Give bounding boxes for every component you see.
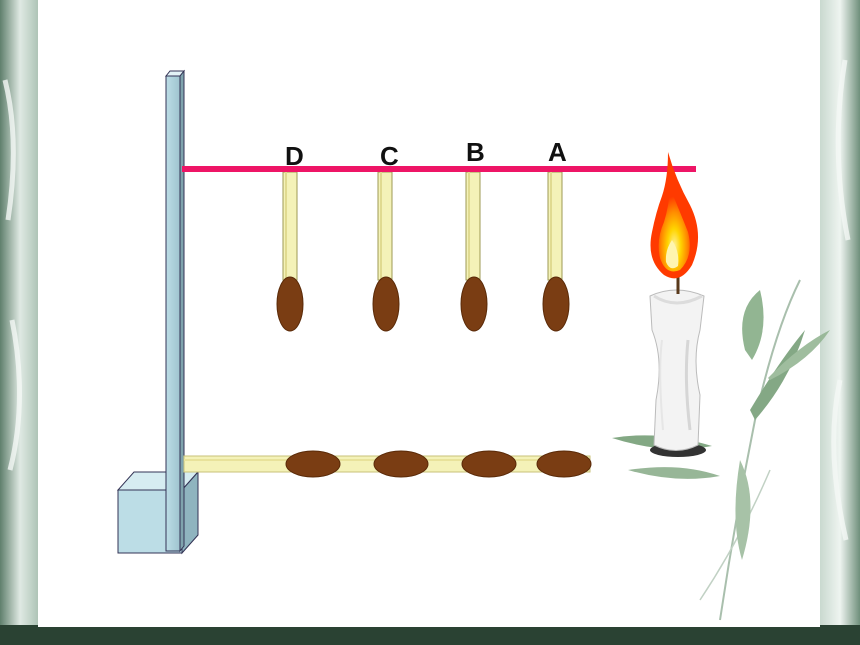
lying-match: [183, 450, 592, 478]
label-d: D: [285, 141, 304, 171]
flame: [650, 152, 699, 279]
match-c: [372, 171, 400, 332]
label-c: C: [380, 141, 399, 171]
lying-match-head-3: [461, 450, 517, 478]
lying-match-head-4: [536, 450, 592, 478]
match-d: [276, 171, 304, 332]
stand-base: [116, 470, 200, 555]
bamboo-leaves: [612, 279, 830, 621]
candle: [649, 272, 706, 457]
lying-match-head-2: [373, 450, 429, 478]
match-a: [542, 171, 570, 332]
lying-match-head-1: [285, 450, 341, 478]
label-b: B: [466, 137, 485, 167]
label-a: A: [548, 137, 567, 167]
metal-rod: [182, 166, 696, 172]
match-b: [460, 171, 488, 332]
stand-pole: [164, 69, 186, 553]
